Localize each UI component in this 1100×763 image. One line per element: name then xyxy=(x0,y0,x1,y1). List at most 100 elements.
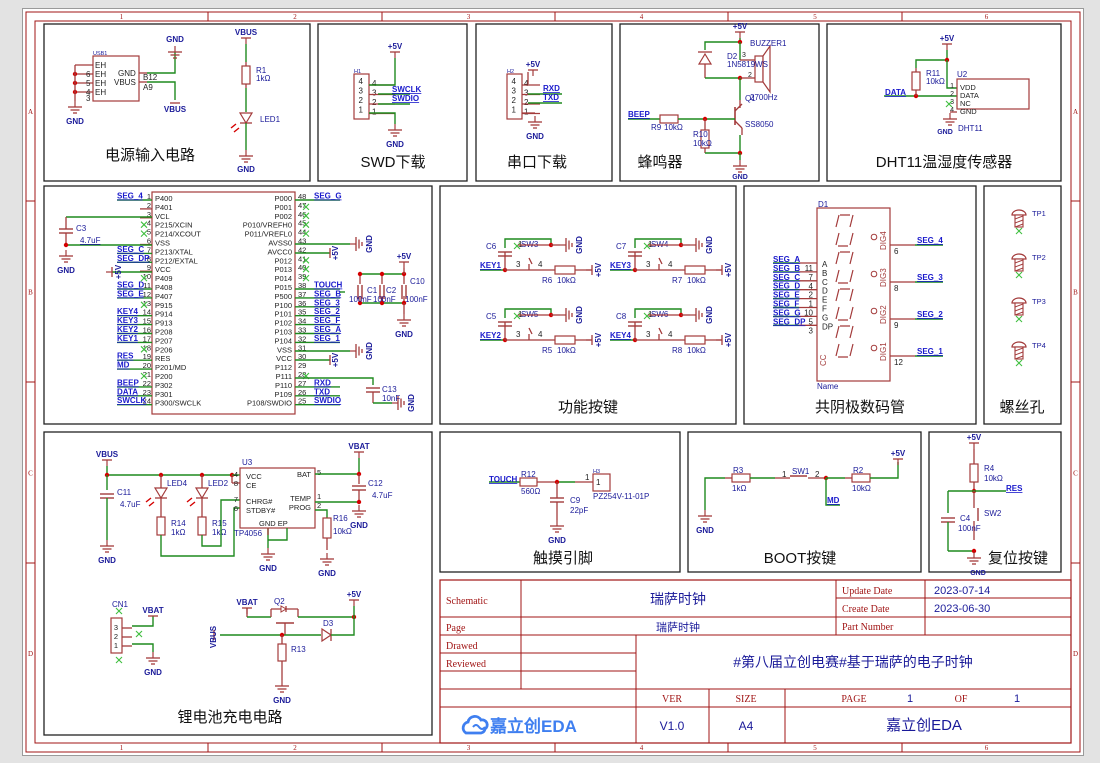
of-label: OF xyxy=(955,694,968,705)
no-connect-icon xyxy=(115,607,123,615)
wire xyxy=(295,377,374,385)
label: 7 xyxy=(234,495,238,504)
net-label: SEG_4 xyxy=(117,192,143,201)
column-marker: 1 xyxy=(120,744,124,752)
gnd-label: GND xyxy=(318,569,336,578)
label: 2 xyxy=(524,98,529,107)
label: C4 xyxy=(960,514,971,523)
label: 3 xyxy=(114,623,118,632)
power-label: +5V xyxy=(940,34,955,43)
label: R8 xyxy=(672,346,683,355)
wire xyxy=(634,238,682,248)
power-port-icon: +5V xyxy=(586,332,603,347)
seg-net-label: SEG_A xyxy=(773,255,800,264)
label: 10kΩ xyxy=(687,276,706,285)
part-number-label: Part Number xyxy=(842,622,894,633)
label: DHT11 xyxy=(958,124,983,133)
label: DIG1 xyxy=(879,342,888,361)
size-value: A4 xyxy=(739,719,754,733)
label: RES xyxy=(1006,484,1023,493)
label: F xyxy=(822,305,827,314)
wire xyxy=(201,499,240,547)
label: 35 xyxy=(298,308,306,317)
mcu-pin-name: P500 xyxy=(274,292,292,301)
seg-net-label: SEG_1 xyxy=(917,347,943,356)
seg-net-label: SEG_B xyxy=(773,264,800,273)
label: 10kΩ xyxy=(687,346,706,355)
column-marker: 3 xyxy=(467,744,471,752)
mcu-pin-name: VCC xyxy=(276,354,292,363)
mcu-pin-name: P010/VREFH0 xyxy=(243,221,292,230)
gnd-label: GND xyxy=(98,556,116,565)
label: C1 xyxy=(367,286,378,295)
label: 560Ω xyxy=(521,487,540,496)
label: 4 xyxy=(524,79,529,88)
label: EH xyxy=(95,70,106,79)
no-connect-icon xyxy=(643,312,651,320)
label: DIG4 xyxy=(879,231,888,250)
no-connect-icon xyxy=(140,372,148,380)
mcu-pin-name: P401 xyxy=(155,203,173,212)
label: GND xyxy=(970,570,986,577)
gnd-symbol-icon: GND xyxy=(273,680,291,705)
label: 3 xyxy=(516,330,521,339)
label: GND xyxy=(937,129,953,136)
label: 1 xyxy=(596,478,601,487)
gnd-label: GND xyxy=(407,394,416,412)
block-title: 锂电池充电电路 xyxy=(177,709,282,726)
power-port-icon: +5V xyxy=(716,332,733,347)
power-port-icon: VBUS xyxy=(96,450,119,466)
update-date-label: Update Date xyxy=(842,586,893,597)
label: 1 xyxy=(585,473,590,482)
mcu-pin-name: P111 xyxy=(276,372,292,381)
label: +5V xyxy=(331,352,340,367)
gnd-symbol-icon: GND xyxy=(696,510,714,535)
label: VBUS xyxy=(209,625,218,648)
schematic-title: 瑞萨时钟 xyxy=(650,591,706,607)
seg-net-label: SEG_3 xyxy=(917,273,943,282)
mcu-pin-name: P914 xyxy=(155,310,173,319)
label: 1 xyxy=(809,300,814,309)
label: 3 xyxy=(359,87,364,96)
gnd-symbol-icon: GND xyxy=(395,314,413,339)
label: NC xyxy=(960,99,971,108)
label: 26 xyxy=(298,388,306,397)
net-label: SWDIO xyxy=(314,396,341,405)
gnd-symbol-icon xyxy=(967,552,981,565)
net-label: KEY1 xyxy=(117,334,138,343)
label: 15 xyxy=(143,317,151,326)
power-label: +5V xyxy=(967,433,982,442)
gnd-symbol-icon: GND xyxy=(548,520,566,545)
label: R13 xyxy=(291,645,306,654)
no-connect-icon xyxy=(945,100,953,108)
label: 100nF xyxy=(405,295,428,304)
net-label: SEG_A xyxy=(314,325,341,334)
row-marker: C xyxy=(1073,470,1078,478)
label: 100nF xyxy=(958,524,981,533)
label: R2 xyxy=(853,466,864,475)
cap-designator: C6 xyxy=(486,242,497,251)
mcu-pin-name: P100 xyxy=(274,301,292,310)
no-connect-icon xyxy=(140,221,148,229)
gnd-label: GND xyxy=(696,526,714,535)
label: GND xyxy=(732,174,748,181)
label: 10kΩ xyxy=(926,77,945,86)
net-label: SWCLK xyxy=(117,396,147,405)
label: 6 xyxy=(86,70,91,79)
label: 5 xyxy=(147,228,151,237)
label: B xyxy=(822,269,827,278)
label: H2 xyxy=(507,69,514,75)
ver-label: VER xyxy=(662,694,682,705)
gnd-label: GND xyxy=(395,330,413,339)
net-label: KEY4 xyxy=(117,307,138,316)
label: 9 xyxy=(147,263,151,272)
mcu-pin-name: VSS xyxy=(155,239,170,248)
label: 2 xyxy=(114,632,118,641)
label: R9 xyxy=(651,123,662,132)
column-marker: 5 xyxy=(813,744,817,752)
wire xyxy=(268,528,288,541)
column-marker: 6 xyxy=(985,13,989,21)
